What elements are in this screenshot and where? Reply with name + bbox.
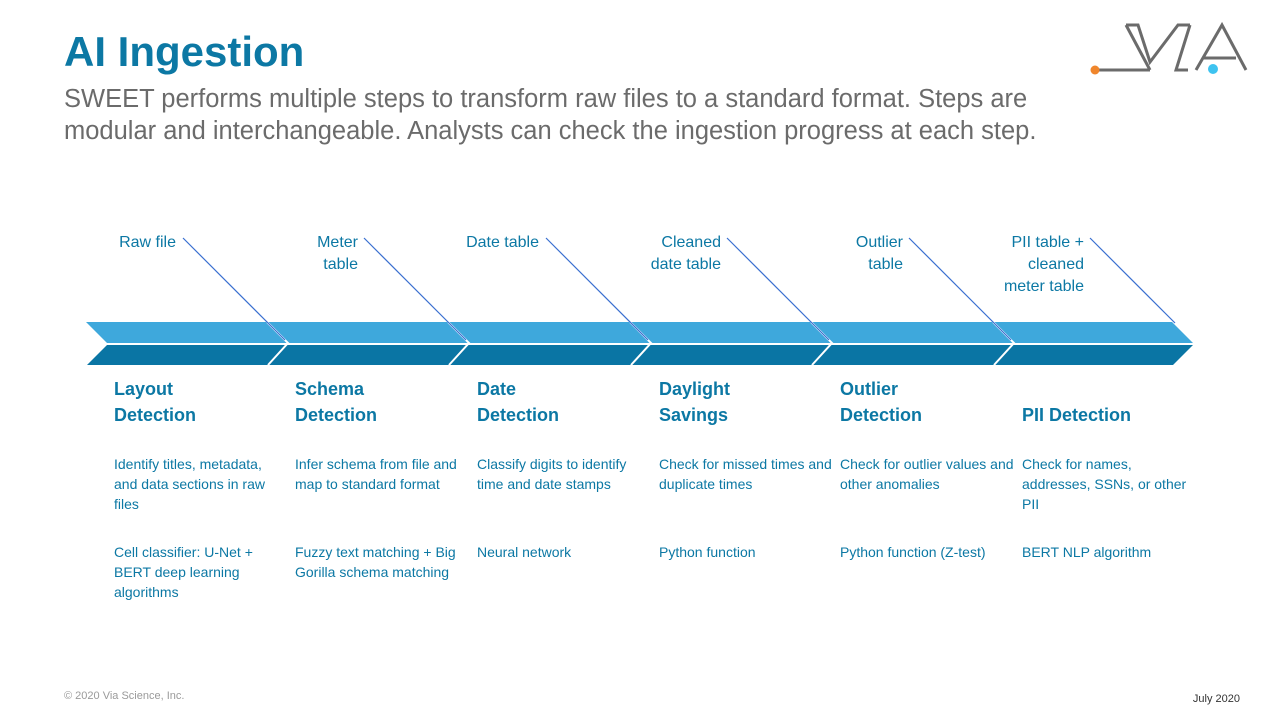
output-line: cleaned [1027, 256, 1084, 273]
output-line: table [868, 256, 903, 273]
step-title: Layout Detection [114, 376, 289, 428]
step-daylight-savings: Daylight Savings Check for missed times … [659, 376, 834, 560]
step-title: Date Detection [477, 376, 652, 428]
output-connector-5 [908, 237, 1012, 341]
output-connector-3 [545, 237, 649, 341]
logo-blue-dot [1208, 64, 1218, 74]
step-technology: Python function [659, 544, 756, 560]
output-connector-1 [182, 237, 286, 341]
step-title-line: Detection [114, 405, 197, 425]
step-title-line: Outlier [840, 379, 899, 399]
step-description: Classify digits to identify time and dat… [477, 456, 627, 492]
output-connector-6 [1089, 237, 1176, 324]
step-technology: Fuzzy text matching + Big Gorilla schema… [295, 544, 456, 580]
output-line: Raw file [119, 234, 176, 251]
output-label-meter-table: Meter table [317, 232, 358, 276]
step-title: PII Detection [1022, 376, 1197, 428]
step-outlier-detection: Outlier Detection Check for outlier valu… [840, 376, 1015, 560]
step-title-line: Savings [659, 405, 729, 425]
step-description: Infer schema from file and map to standa… [295, 456, 457, 492]
step-description: Check for missed times and duplicate tim… [659, 456, 832, 492]
copyright-notice: © 2020 Via Science, Inc. [64, 690, 185, 702]
step-title: Daylight Savings [659, 376, 834, 428]
step-title-line: Date [477, 379, 517, 399]
step-technology: BERT NLP algorithm [1022, 544, 1152, 560]
output-line: date table [650, 256, 721, 273]
step-description: Check for outlier values and other anoma… [840, 456, 1014, 492]
page-title: AI Ingestion [64, 28, 305, 75]
output-label-date-table: Date table [466, 232, 539, 254]
output-line: meter table [1003, 278, 1084, 295]
step-title-line: Detection [840, 405, 923, 425]
output-line: table [323, 256, 358, 273]
via-logo [1090, 21, 1248, 75]
logo-orange-dot [1090, 65, 1100, 75]
output-label-outlier-table: Outlier table [856, 232, 903, 276]
step-title-line: Schema [295, 379, 365, 399]
step-schema-detection: Schema Detection Infer schema from file … [295, 376, 470, 580]
output-connector-2 [363, 237, 467, 341]
step-title-line: PII Detection [1022, 405, 1132, 425]
step-date-detection: Date Detection Classify digits to identi… [477, 376, 652, 560]
step-title-line: Daylight [659, 379, 731, 399]
output-connector-4 [726, 237, 830, 341]
output-line: Outlier [855, 234, 903, 251]
step-layout-detection: Layout Detection Identify titles, metada… [114, 376, 289, 600]
step-title: Schema Detection [295, 376, 470, 428]
output-line: Meter [317, 234, 358, 251]
step-technology: Cell classifier: U-Net + BERT deep learn… [114, 544, 253, 600]
step-technology: Python function (Z-test) [840, 544, 986, 560]
step-title: Outlier Detection [840, 376, 1015, 428]
output-line: Date table [466, 234, 539, 251]
output-line: Cleaned [661, 234, 721, 251]
page-subtitle: SWEET performs multiple steps to transfo… [64, 85, 1037, 145]
step-title-line: Layout [114, 379, 174, 399]
step-title-line: Detection [295, 405, 378, 425]
step-description: Check for names, addresses, SSNs, or oth… [1022, 456, 1187, 512]
step-pii-detection: PII Detection Check for names, addresses… [1022, 376, 1197, 560]
output-label-cleaned-date-table: Cleaned date table [651, 232, 721, 276]
output-line: PII table + [1011, 234, 1085, 251]
step-technology: Neural network [477, 544, 572, 560]
output-label-pii-table: PII table + cleaned meter table [1004, 232, 1084, 298]
footer-date: July 2020 [1192, 693, 1240, 705]
step-description: Identify titles, metadata, and data sect… [114, 456, 265, 512]
output-label-raw-file: Raw file [119, 232, 176, 254]
step-title-line: Detection [477, 405, 560, 425]
